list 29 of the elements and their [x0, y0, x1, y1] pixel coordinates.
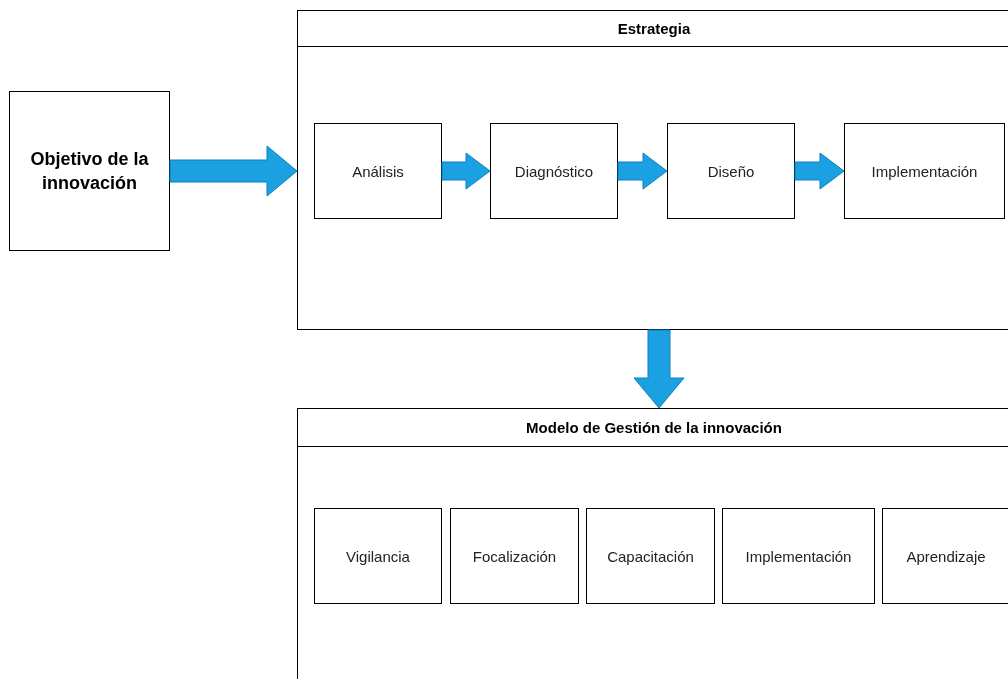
process-box	[667, 123, 795, 219]
process-box	[586, 508, 715, 604]
container-heading: Modelo de Gestión de la innovación	[298, 409, 1008, 447]
process-box	[882, 508, 1008, 604]
block-arrow	[794, 152, 845, 190]
process-box	[314, 508, 442, 604]
process-box	[722, 508, 875, 604]
box-label: Implementación	[745, 547, 852, 565]
block-arrow	[617, 152, 668, 190]
process-box	[450, 508, 579, 604]
block-arrow	[441, 152, 491, 190]
container-heading: Estrategia	[298, 11, 1008, 47]
container-box	[297, 10, 1008, 330]
container-box	[297, 408, 1008, 679]
process-box	[490, 123, 618, 219]
process-box	[844, 123, 1005, 219]
box-label: Capacitación	[607, 547, 694, 565]
process-box	[314, 123, 442, 219]
box-label: Implementación	[871, 162, 978, 180]
block-arrow	[633, 329, 685, 409]
block-arrow	[169, 145, 298, 197]
box-title: Objetivo de la innovación	[29, 147, 150, 195]
box-label: Aprendizaje	[906, 547, 986, 565]
box-label: Diagnóstico	[514, 162, 594, 180]
box-label: Diseño	[707, 162, 755, 180]
box-label: Focalización	[472, 547, 557, 565]
box-label: Vigilancia	[346, 547, 410, 565]
box-label: Análisis	[352, 162, 404, 180]
process-box	[9, 91, 170, 251]
